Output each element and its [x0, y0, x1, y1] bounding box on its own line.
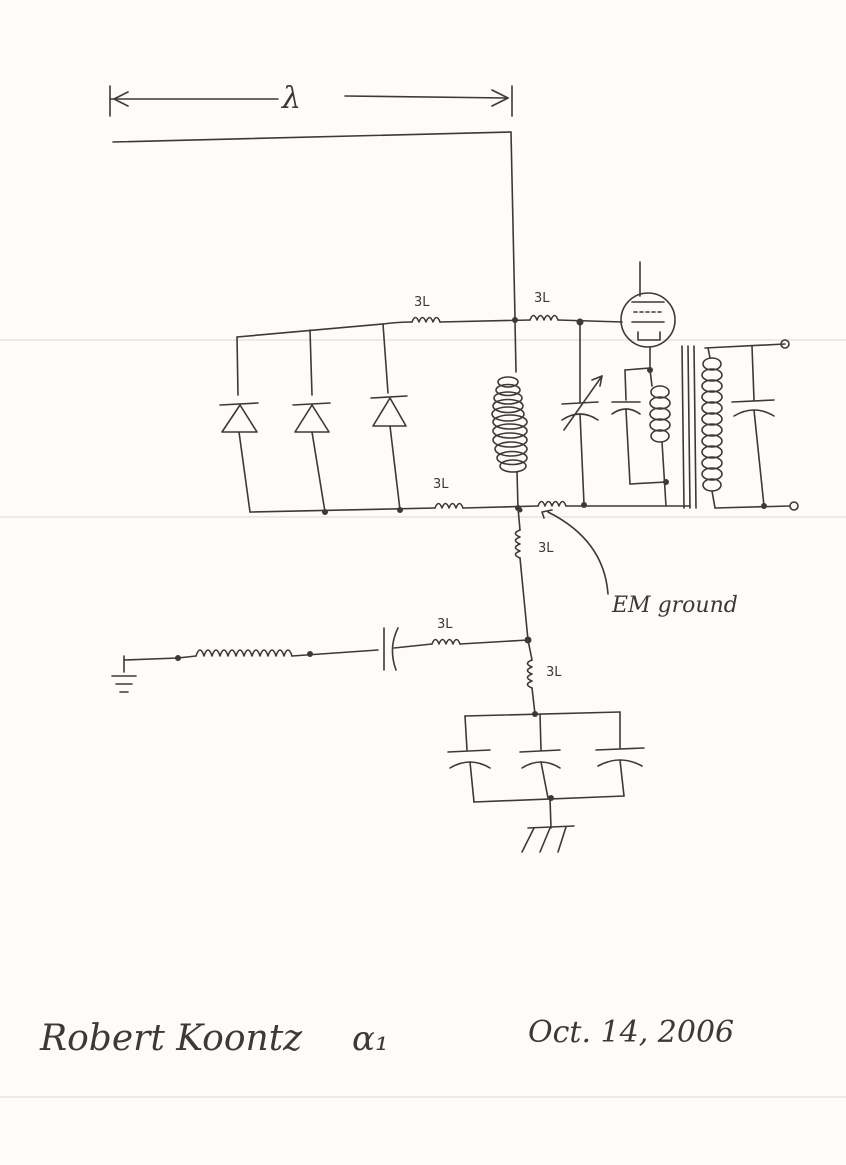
inductor-3l-top-left	[411, 316, 441, 323]
sketch-date: Oct. 14, 2006	[528, 1015, 734, 1050]
inductor-3l-vertical-upper	[514, 529, 521, 559]
junction-dots	[175, 317, 767, 801]
inductor-label: 3L	[534, 291, 550, 306]
inductor-label: 3L	[546, 665, 562, 680]
ground-feed-line	[123, 627, 529, 671]
bottom-bus-wire	[249, 500, 791, 513]
inductor-label: 3L	[414, 295, 430, 310]
inductor-label: 3L	[538, 541, 554, 556]
antenna-wire	[112, 131, 516, 319]
em-ground-stack	[514, 507, 536, 715]
central-loading-coil	[491, 321, 528, 509]
output-terminals	[780, 339, 799, 511]
inductor-3l-ground-feed	[431, 638, 461, 645]
inductor-3l-bottom-right	[537, 500, 567, 507]
wavelength-label: λ	[281, 81, 301, 116]
inductor-3l-bottom-left	[434, 502, 464, 509]
figure-id: α₁	[352, 1019, 389, 1059]
paper-fold-lines	[0, 339, 846, 1098]
inductor-label: 3L	[433, 477, 449, 492]
chassis-ground-icon	[521, 825, 575, 853]
inductor-3l-top-right	[529, 314, 559, 321]
long-inductor	[195, 649, 293, 657]
inductor-3l-vertical-lower	[526, 659, 533, 689]
output-capacitor	[731, 345, 775, 507]
bottom-capacitor-bank	[447, 711, 645, 829]
output-coil	[701, 343, 786, 509]
transformer-core	[681, 345, 697, 509]
top-bus-wire	[236, 314, 623, 338]
diode-bank	[219, 323, 408, 513]
vacuum-tube	[620, 261, 676, 371]
tank-circuit	[611, 367, 671, 507]
wavelength-dimension	[109, 85, 513, 117]
inductor-label: 3L	[437, 617, 453, 632]
ground-icon	[111, 655, 137, 693]
author-signature: Robert Koontz	[39, 1018, 303, 1059]
em-ground-annotation: EM ground	[611, 593, 738, 618]
variable-capacitor	[561, 321, 603, 505]
em-ground-arrow	[541, 509, 609, 595]
